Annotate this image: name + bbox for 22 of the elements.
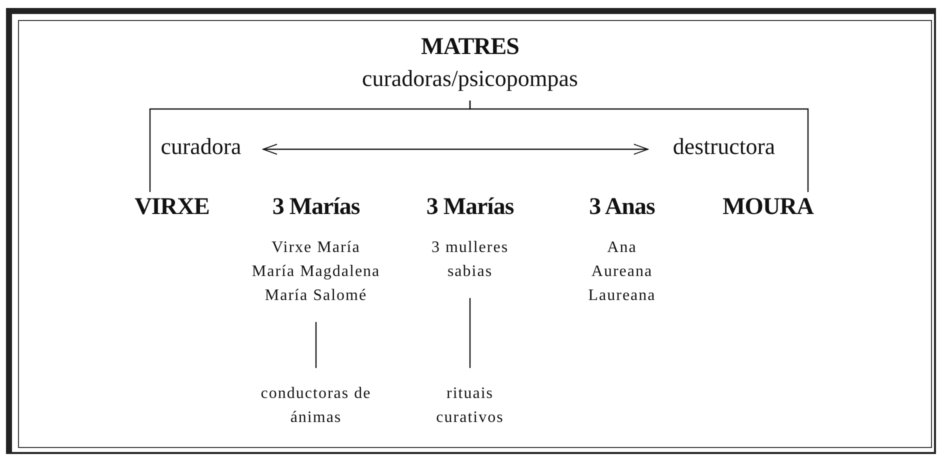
member-name: Virxe María xyxy=(272,238,360,258)
member-name: María Magdalena xyxy=(252,262,380,282)
group-heading: VIRXE xyxy=(134,193,210,222)
connector-line xyxy=(469,298,471,368)
title-text: MATRES xyxy=(421,33,519,62)
note-text: conductoras de ánimas xyxy=(260,384,372,428)
group-heading: 3 Marías xyxy=(426,193,514,222)
member-name: Aureana xyxy=(591,262,653,282)
side-label: destructora xyxy=(672,133,776,161)
double-arrow xyxy=(262,144,648,155)
member-name: María Salomé xyxy=(264,286,368,306)
connector-line xyxy=(315,322,317,368)
side-label: curadora xyxy=(160,133,242,161)
bracket-line xyxy=(469,100,809,192)
subtitle-text: curadoras/psicopompas xyxy=(362,65,578,93)
member-name: 3 mulleres sabias xyxy=(430,238,510,282)
member-name: Laureana xyxy=(588,286,656,306)
note-text: rituais curativos xyxy=(435,384,505,428)
group-heading: 3 Marías xyxy=(272,193,360,222)
group-heading: 3 Anas xyxy=(589,193,655,222)
member-name: Ana xyxy=(607,238,637,258)
group-heading: MOURA xyxy=(722,193,814,222)
